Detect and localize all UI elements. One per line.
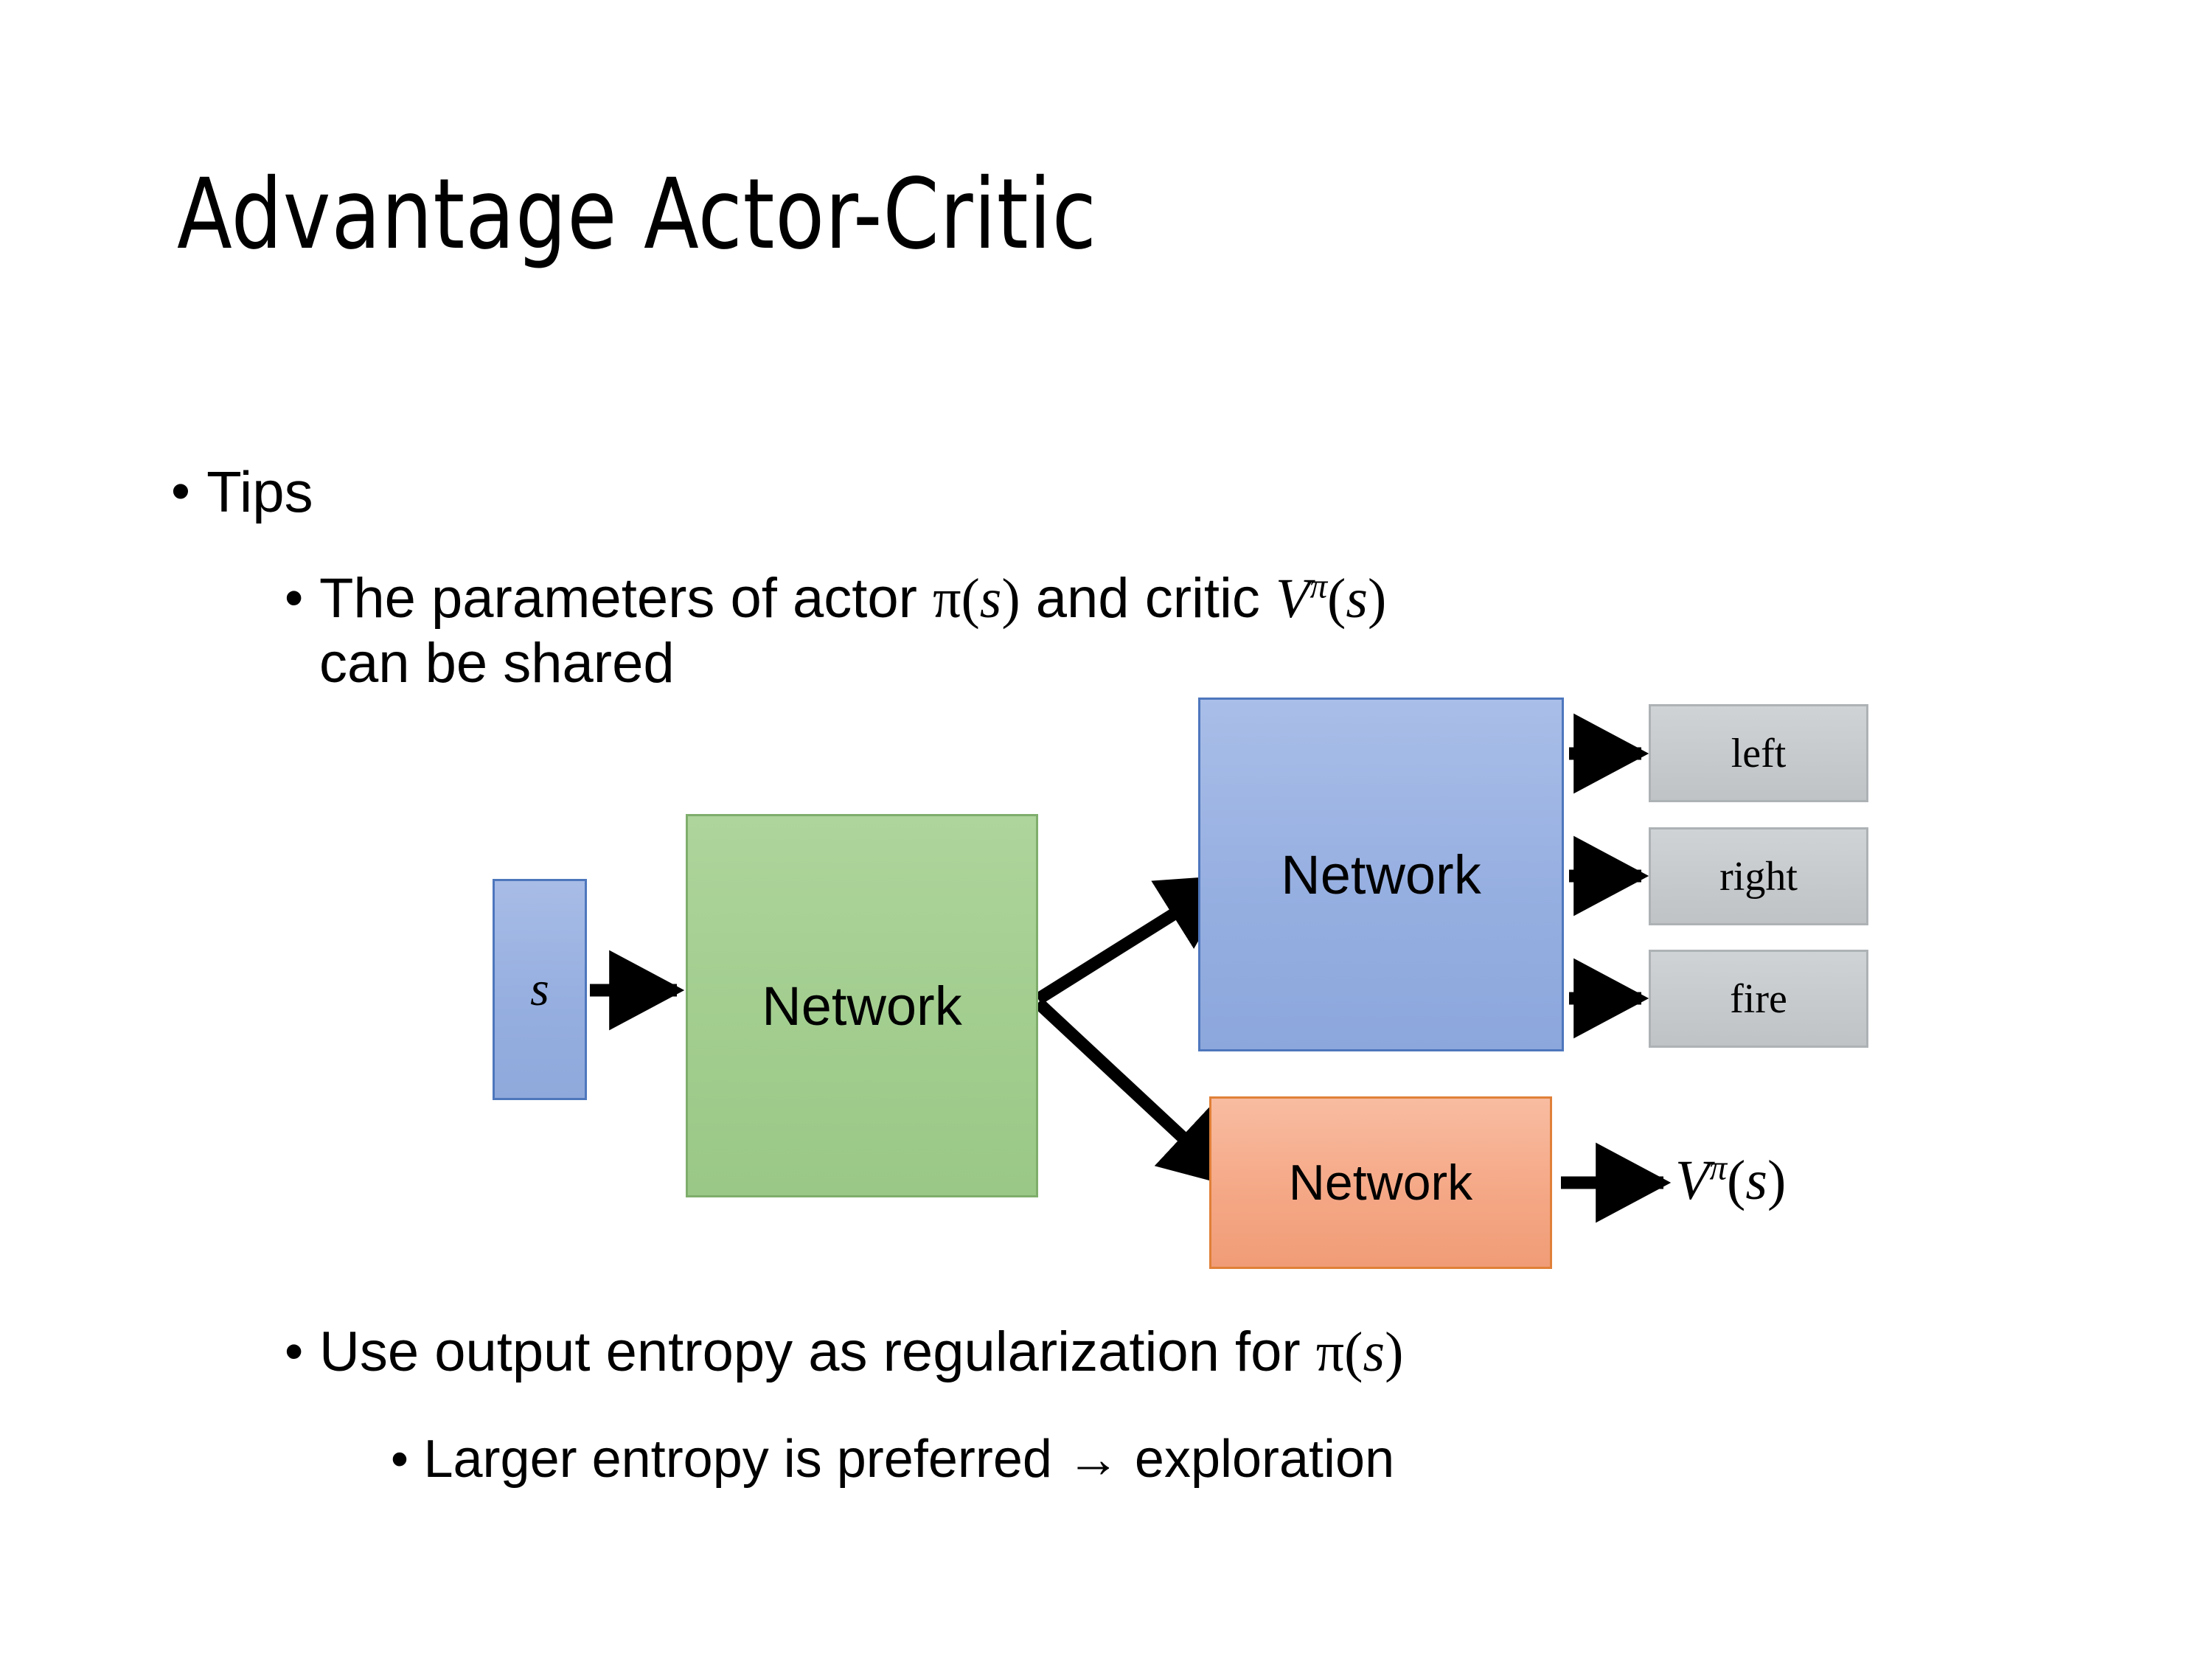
bullet-larger-entropy: • Larger entropy is preferred → explorat…: [391, 1429, 2087, 1491]
paren-open: (: [1727, 1150, 1746, 1211]
bullet-marker: •: [171, 460, 190, 522]
value-output-label: Vπ(s): [1675, 1149, 1786, 1213]
value-function-superscript: π: [1310, 567, 1328, 606]
actor-network-box[interactable]: Network: [1198, 698, 1564, 1051]
critic-network-label: Network: [1288, 1155, 1473, 1211]
action-label-right: right: [1719, 853, 1798, 900]
paren-open: (: [1327, 568, 1346, 630]
bullet-entropy-text: Use output entropy as regularization for…: [319, 1320, 2054, 1385]
action-box-fire[interactable]: fire: [1649, 950, 1868, 1048]
value-output-symbol: V: [1675, 1150, 1710, 1211]
critic-network-box[interactable]: Network: [1209, 1096, 1552, 1269]
state-variable: s: [1363, 1321, 1385, 1383]
bullet-tips: • Tips: [171, 459, 1277, 525]
paren-close: ): [1385, 1321, 1404, 1383]
shared-network-box[interactable]: Network: [686, 814, 1038, 1197]
bullet-shared-params-text: The parameters of actor π(s) and critic …: [319, 566, 2143, 696]
bullet-entropy-regularization: • Use output entropy as regularization f…: [285, 1320, 2054, 1385]
shared-params-line2: can be shared: [319, 632, 675, 695]
paren-close: ): [1367, 568, 1387, 630]
shared-params-middle: and critic: [1020, 567, 1276, 630]
shared-network-label: Network: [762, 975, 962, 1037]
paren-close: ): [1767, 1150, 1787, 1211]
state-input-label: s: [530, 962, 549, 1016]
action-box-right[interactable]: right: [1649, 827, 1868, 925]
shared-params-prefix: The parameters of actor: [319, 567, 933, 630]
bullet-marker: •: [285, 1322, 304, 1382]
value-output-arg: s: [1745, 1150, 1767, 1211]
entropy-prefix: Use output entropy as regularization for: [319, 1321, 1316, 1383]
pi-symbol: π: [933, 568, 961, 630]
actor-network-label: Network: [1281, 844, 1481, 905]
bullet-larger-entropy-label: Larger entropy is preferred → exploratio…: [423, 1430, 1395, 1489]
action-box-left[interactable]: left: [1649, 704, 1868, 802]
page-title: Advantage Actor-Critic: [177, 158, 1097, 271]
value-function-symbol: V: [1276, 568, 1310, 630]
bullet-marker: •: [391, 1430, 408, 1487]
paren-close: ): [1001, 568, 1020, 630]
paren-open: (: [1344, 1321, 1363, 1383]
action-label-left: left: [1731, 730, 1787, 776]
state-input-box[interactable]: s: [493, 879, 587, 1100]
state-variable: s: [979, 568, 1002, 630]
value-output-superscript: π: [1709, 1149, 1728, 1188]
bullet-tips-label: Tips: [206, 459, 313, 524]
bullet-marker: •: [285, 568, 304, 628]
bullet-shared-params: • The parameters of actor π(s) and criti…: [285, 566, 2143, 696]
paren-open: (: [961, 568, 980, 630]
state-variable: s: [1346, 568, 1368, 630]
action-label-fire: fire: [1730, 975, 1787, 1022]
pi-symbol: π: [1315, 1321, 1345, 1383]
